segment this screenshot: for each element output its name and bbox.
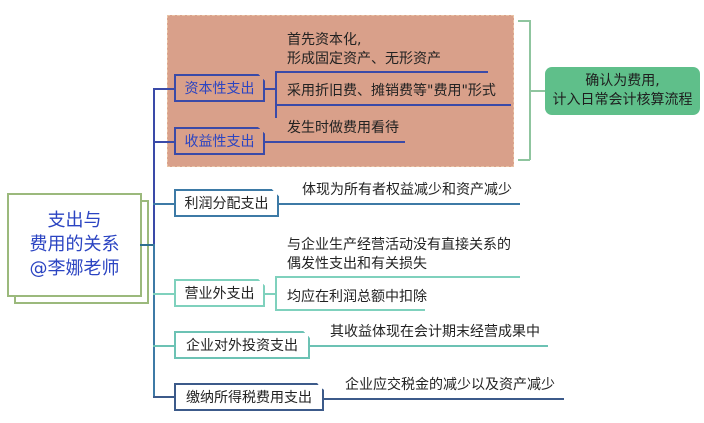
root-line-3: @李娜老师 xyxy=(29,258,120,279)
branch-node-profit-distribution[interactable]: 利润分配支出 xyxy=(174,189,279,217)
branch-label: 企业对外投资支出 xyxy=(186,338,298,354)
branch-node-capital[interactable]: 资本性支出 xyxy=(174,74,265,102)
branch-label: 缴纳所得税费用支出 xyxy=(186,390,312,406)
summary-bracket-bottom xyxy=(518,159,530,161)
summary-line-1: 确认为费用, xyxy=(585,73,660,89)
leaf-connector xyxy=(265,88,275,90)
branch-connector xyxy=(153,396,174,398)
leaf-text: 均应在利润总额中扣除 xyxy=(287,289,427,305)
branch-label: 利润分配支出 xyxy=(184,196,269,212)
root-line-2: 费用的关系 xyxy=(29,234,120,255)
leaf-text: 其收益体现在会计期末经营成果中 xyxy=(330,324,540,340)
leaf-text: 首先资本化, 形成固定资产、无形资产 xyxy=(287,32,441,67)
summary-bracket-top xyxy=(518,20,530,22)
trunk-upper xyxy=(153,88,155,244)
leaf-text: 与企业生产经营活动没有直接关系的 偶发性支出和有关损失 xyxy=(287,237,511,272)
leaf-underline xyxy=(275,276,520,278)
leaf-underline xyxy=(275,104,511,106)
branch-connector xyxy=(153,345,174,347)
root-line-1: 支出与 xyxy=(47,210,102,231)
branch-connector xyxy=(153,293,174,295)
branch-label: 收益性支出 xyxy=(184,134,255,150)
leaf-bracket xyxy=(275,276,277,310)
leaf-underline xyxy=(275,71,488,73)
root-connector xyxy=(140,244,154,246)
branch-node-revenue[interactable]: 收益性支出 xyxy=(174,127,265,155)
branch-connector xyxy=(153,203,174,205)
branch-label: 资本性支出 xyxy=(184,81,255,97)
branch-connector xyxy=(153,88,174,90)
summary-node[interactable]: 确认为费用, 计入日常会计核算流程 xyxy=(545,67,700,115)
branch-node-income-tax[interactable]: 缴纳所得税费用支出 xyxy=(174,383,324,411)
leaf-underline xyxy=(324,398,564,400)
summary-line-2: 计入日常会计核算流程 xyxy=(552,92,693,108)
branch-label: 营业外支出 xyxy=(184,286,255,302)
leaf-underline xyxy=(310,345,548,347)
leaf-bracket xyxy=(275,71,277,118)
leaf-connector xyxy=(265,293,275,295)
leaf-underline xyxy=(265,141,405,143)
leaf-text: 企业应交税金的减少以及资产减少 xyxy=(345,377,555,393)
leaf-text: 采用折旧费、摊销费等"费用"形式 xyxy=(287,83,496,99)
root-node[interactable]: 支出与 费用的关系 @李娜老师 xyxy=(7,193,142,297)
branch-node-non-operating[interactable]: 营业外支出 xyxy=(174,279,265,307)
trunk-lower xyxy=(153,244,155,396)
leaf-text: 体现为所有者权益减少和资产减少 xyxy=(302,182,512,198)
leaf-underline xyxy=(275,309,425,311)
branch-node-external-investment[interactable]: 企业对外投资支出 xyxy=(174,331,310,359)
branch-connector xyxy=(153,141,174,143)
summary-connector xyxy=(530,90,545,92)
leaf-underline xyxy=(279,203,520,205)
leaf-text: 发生时做费用看待 xyxy=(287,120,399,136)
